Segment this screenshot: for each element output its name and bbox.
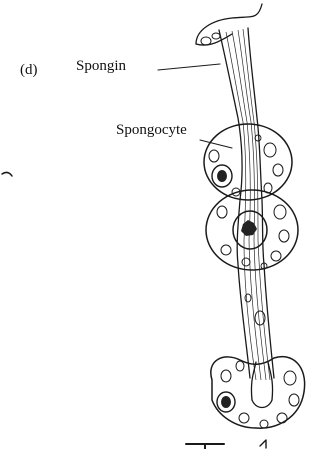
panel-label: (d) xyxy=(20,62,38,78)
spongin-leader-line xyxy=(158,64,220,70)
spongocyte-leader-line xyxy=(200,140,232,148)
cropped-text-fragment-2 xyxy=(260,440,266,448)
nucleolus-1 xyxy=(217,170,227,182)
label-spongin: Spongin xyxy=(76,58,127,74)
spongin-fiber xyxy=(219,28,274,380)
label-spongocyte: Spongocyte xyxy=(116,122,187,138)
trunk-vacuole-2 xyxy=(245,294,251,302)
cropped-text-fragment-1 xyxy=(186,444,224,449)
spongocyte-cell-2 xyxy=(206,190,298,270)
nucleolus-3 xyxy=(221,396,231,408)
spongocyte-cell-3 xyxy=(211,357,305,429)
top-spongocyte xyxy=(196,4,262,45)
stray-mark xyxy=(2,172,12,176)
